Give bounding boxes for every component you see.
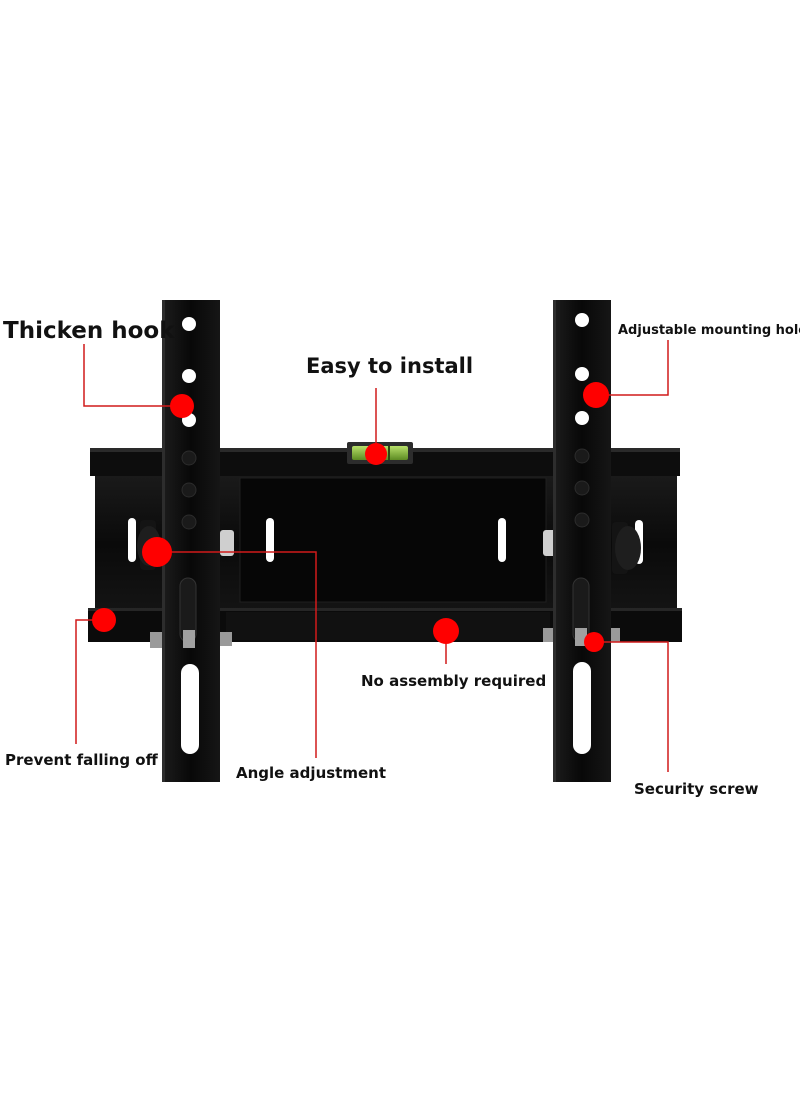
leader-security-screw — [594, 641, 669, 772]
marker-angle-adjustment — [142, 537, 172, 567]
right-vertical-arm — [553, 300, 611, 782]
bottom-bolts — [150, 628, 620, 648]
plate-slot — [128, 518, 136, 562]
marker-adjustable-holes — [583, 382, 609, 408]
leader-adjustable-holes — [596, 340, 669, 396]
marker-security-screw — [584, 632, 604, 652]
callout-prevent-falling-off: Prevent falling off — [5, 751, 158, 769]
marker-easy-to-install — [365, 443, 387, 465]
leader-angle-adjustment — [157, 551, 317, 758]
marker-no-assembly — [433, 618, 459, 644]
callout-easy-to-install: Easy to install — [306, 354, 474, 378]
callout-adjustable-mounting-holes: Adjustable mounting holes — [618, 323, 800, 338]
left-vertical-arm — [162, 300, 220, 782]
callout-markers — [92, 382, 609, 652]
callout-thicken-hook: Thicken hook — [3, 318, 175, 344]
leader-thicken-hook — [83, 344, 182, 407]
plate-slot — [498, 518, 506, 562]
callout-no-assembly-required: No assembly required — [361, 672, 547, 690]
plate-slot — [266, 518, 274, 562]
callout-angle-adjustment: Angle adjustment — [236, 764, 386, 782]
tilt-knob-right — [543, 522, 641, 574]
callout-security-screw: Security screw — [634, 780, 759, 798]
marker-prevent-falling — [92, 608, 116, 632]
marker-thicken-hook — [170, 394, 194, 418]
